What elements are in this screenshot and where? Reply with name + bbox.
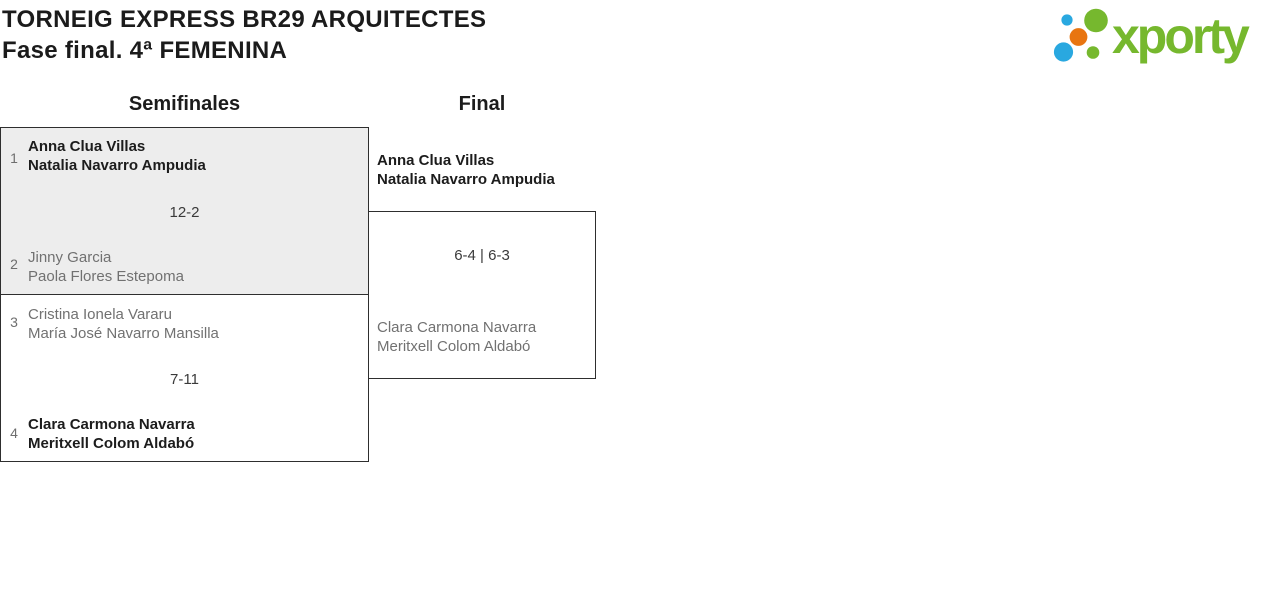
xporty-logo-wordmark[interactable]: xporty [1112, 8, 1250, 64]
player-name: Clara Carmona Navarra [28, 416, 195, 433]
team-slot: Jinny Garcia Paola Flores Estepoma [28, 248, 184, 286]
player-name: Meritxell Colom Aldabó [377, 338, 531, 355]
team-slot: Anna Clua Villas Natalia Navarro Ampudia [28, 137, 206, 175]
round-header-final: Final [458, 93, 506, 115]
player-name: Cristina Ionela Vararu [28, 306, 172, 323]
seed-number: 4 [10, 425, 18, 441]
page-title: TORNEIG EXPRESS BR29 ARQUITECTES Fase fi… [2, 4, 486, 66]
tournament-name: TORNEIG EXPRESS BR29 ARQUITECTES [2, 6, 487, 33]
match-box-semifinal-1[interactable] [0, 127, 369, 295]
player-name: Clara Carmona Navarra [377, 319, 537, 336]
player-name: Natalia Navarro Ampudia [28, 157, 206, 174]
match-box-semifinal-2[interactable] [0, 294, 369, 462]
player-name: María José Navarro Mansilla [28, 325, 219, 342]
seed-number: 2 [10, 256, 18, 272]
match-score: 6-4 | 6-3 [454, 247, 510, 264]
match-score: 12-2 [169, 204, 200, 221]
seed-number: 1 [10, 150, 18, 166]
player-name: Natalia Navarro Ampudia [377, 171, 555, 188]
team-slot: Clara Carmona Navarra Meritxell Colom Al… [28, 415, 195, 453]
player-name: Paola Flores Estepoma [28, 268, 184, 285]
seed-number: 3 [10, 314, 18, 330]
player-name: Jinny Garcia [28, 249, 112, 266]
match-score: 7-11 [170, 371, 199, 388]
team-slot: Clara Carmona Navarra Meritxell Colom Al… [377, 318, 536, 356]
player-name: Meritxell Colom Aldabó [28, 435, 195, 452]
xporty-logo-icon[interactable] [1046, 3, 1108, 70]
phase-category-subtitle: Fase final. 4ª FEMENINA [2, 37, 288, 64]
player-name: Anna Clua Villas [377, 152, 495, 169]
player-name: Anna Clua Villas [28, 138, 146, 155]
team-slot: Cristina Ionela Vararu María José Navarr… [28, 305, 219, 343]
team-slot: Anna Clua Villas Natalia Navarro Ampudia [377, 151, 555, 189]
round-header-semifinals: Semifinales [128, 93, 241, 115]
match-box-final[interactable] [368, 211, 596, 379]
